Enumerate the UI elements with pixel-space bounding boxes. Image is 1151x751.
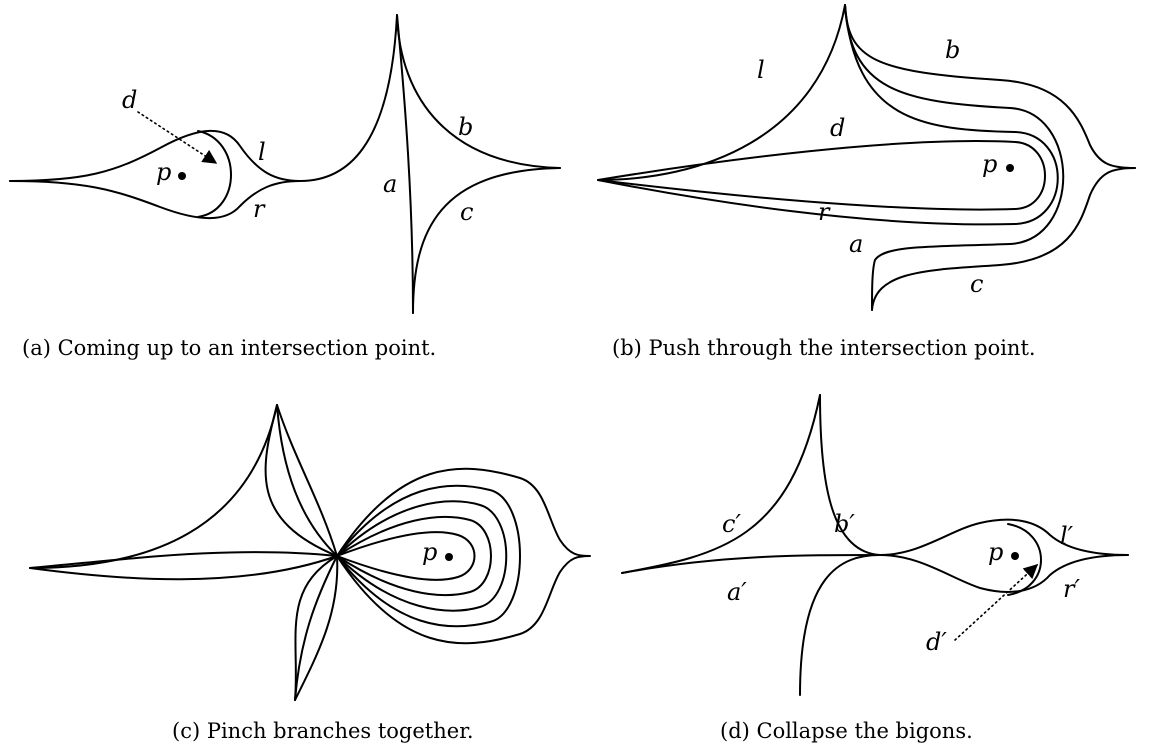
panel-c-loop-2 — [336, 484, 521, 628]
panel-d-label-a: a′ — [727, 578, 747, 606]
panel-c-left-lens-lower — [29, 555, 338, 581]
panel-a-label-c: c — [460, 198, 473, 226]
panel-a-label-p: p — [156, 158, 171, 186]
panel-c-loop-5 — [336, 531, 476, 581]
panel-d-point-p — [1011, 552, 1019, 560]
panel-b-label-r: r — [818, 198, 831, 226]
panel-a-left-strand — [9, 129, 301, 182]
panel-d-lens-upper — [879, 518, 1129, 556]
panel-b-point-p — [1006, 164, 1014, 172]
panel-b-caption: (b) Push through the intersection point. — [612, 336, 1036, 360]
panel-b-branch-b — [844, 4, 1136, 169]
panel-c-loop-3 — [336, 500, 508, 612]
panel-b-label-c: c — [970, 270, 983, 298]
panel-a-point-p — [178, 172, 186, 180]
panel-d-label-c: c′ — [722, 510, 741, 538]
panel-d-branch-b — [819, 394, 881, 556]
panel-a-branch-c — [412, 167, 561, 314]
panel-a-pointer-arrow — [137, 111, 218, 164]
panel-c-top-branch-1 — [276, 404, 338, 557]
panel-b-label-a: a — [849, 230, 863, 258]
panel-d-label-b: b′ — [834, 510, 855, 538]
panel-d-bigon-arc — [1007, 523, 1042, 596]
panel-c: p (c) Pinch branches together. — [29, 404, 591, 743]
panel-d-pointer-arrow — [954, 564, 1039, 641]
panel-d-label-r: r′ — [1063, 575, 1080, 603]
panel-b-label-l: l — [757, 56, 765, 84]
panel-d-branch-c — [621, 394, 821, 574]
panel-a-bigon-arc — [197, 130, 232, 218]
panel-a-label-l: l — [258, 138, 266, 166]
panel-c-loop-4 — [336, 515, 492, 597]
panel-c-bottom-branch-3 — [294, 555, 339, 701]
panel-d-caption: (d) Collapse the bigons. — [720, 719, 973, 743]
panel-d-lens-lower — [879, 554, 1129, 593]
panel-b-loop-d — [597, 140, 1046, 211]
panel-c-top-branch-3 — [264, 404, 338, 557]
panel-a-label-b: b — [458, 113, 473, 141]
panel-c-bottom-branch-2 — [294, 555, 338, 701]
panel-b-label-b: b — [945, 36, 960, 64]
panel-b-branch-c — [871, 167, 1136, 311]
panel-b-label-d: d — [830, 114, 845, 142]
panel-a-caption: (a) Coming up to an intersection point. — [22, 336, 436, 360]
panel-b: l d p r a b c (b) Push through the inter… — [597, 4, 1136, 360]
panel-c-point-p — [445, 553, 453, 561]
panel-c-label-p: p — [422, 538, 437, 566]
panel-a-label-d: d — [122, 86, 137, 114]
panel-c-top-branch-2 — [276, 404, 338, 557]
panel-d: c′ b′ a′ p l′ r′ d′ (d) Collapse the big… — [621, 394, 1129, 743]
panel-d-label-l: l′ — [1060, 522, 1074, 550]
panel-d-branch-a — [621, 554, 881, 574]
panel-c-outer-upper — [29, 404, 278, 569]
panel-a-branch-a — [396, 14, 414, 314]
panel-a-label-r: r — [253, 195, 266, 223]
panel-b-label-p: p — [982, 150, 997, 178]
panel-d-label-p: p — [988, 538, 1003, 566]
panel-c-bottom-branch-1 — [294, 555, 338, 701]
panel-a-label-a: a — [383, 170, 397, 198]
panel-b-strand-2 — [597, 4, 1059, 226]
panel-a-branch-b — [396, 14, 561, 169]
panel-a-lower-strand — [9, 180, 301, 220]
panel-c-left-lens-upper — [29, 551, 338, 569]
panel-c-loop-outer — [336, 467, 591, 645]
panel-a: d p l r a b c (a) Coming up to an inters… — [9, 14, 561, 360]
panel-b-strand-1 — [844, 4, 1065, 311]
panel-d-label-d: d′ — [926, 628, 947, 656]
panel-d-bottom-branch — [799, 554, 881, 696]
panel-b-branch-l — [597, 4, 846, 181]
panel-c-caption: (c) Pinch branches together. — [172, 719, 474, 743]
panel-a-branch-l — [299, 14, 398, 182]
